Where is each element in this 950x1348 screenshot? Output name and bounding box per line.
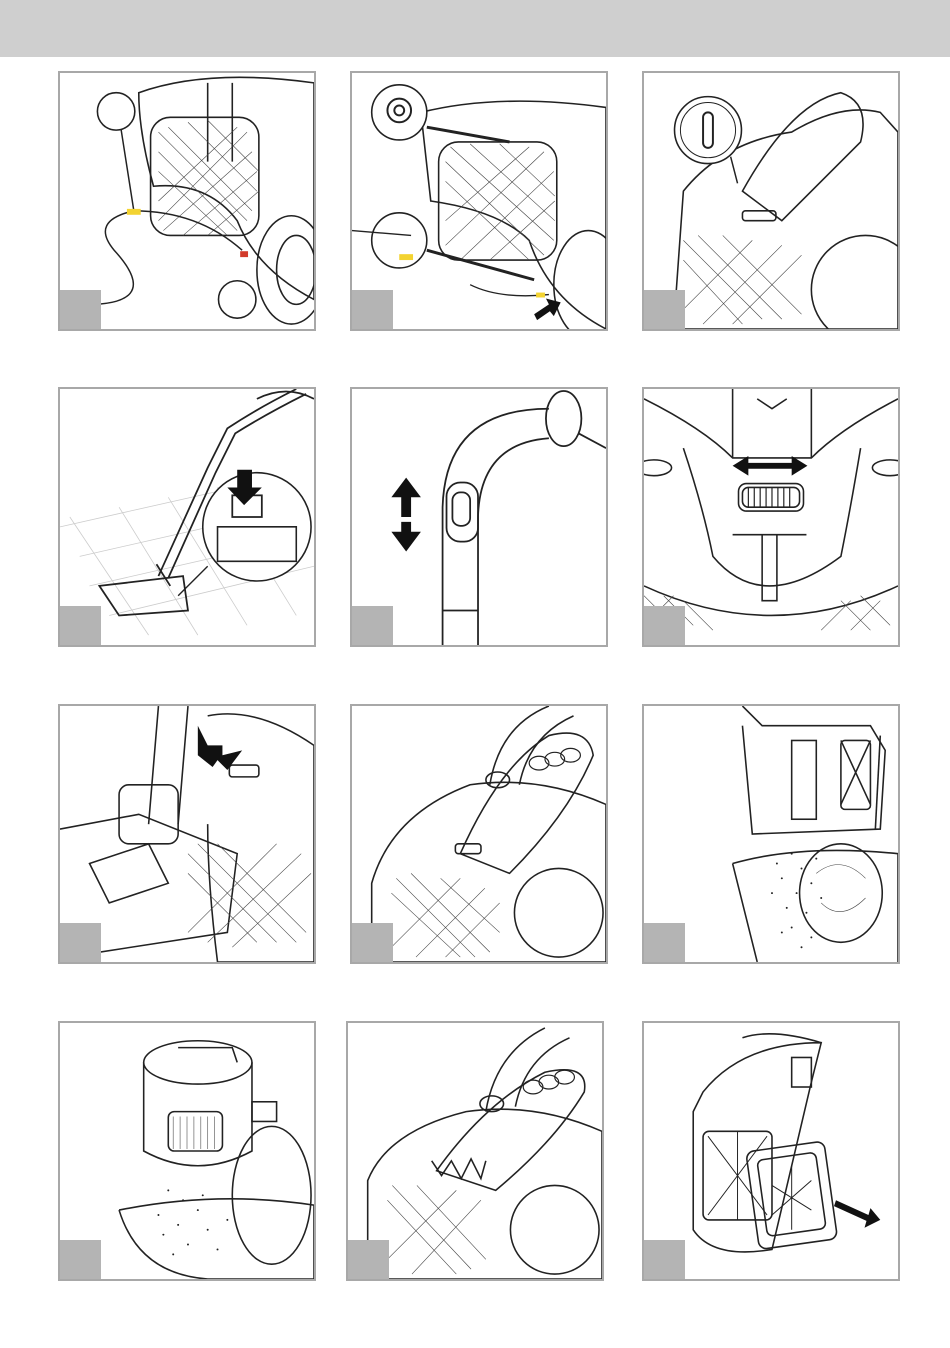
arrow-down-icon — [391, 522, 421, 552]
step-number-tab — [352, 606, 393, 645]
illustration-panel-8 — [350, 704, 608, 964]
step-number-tab — [352, 923, 393, 962]
arrow-up-icon — [391, 478, 421, 517]
callout-cord-button — [372, 85, 427, 140]
illustration-panel-12 — [642, 1021, 900, 1281]
step-number-tab — [60, 606, 101, 645]
step-number-tab — [60, 290, 101, 329]
callout-circle — [219, 281, 256, 318]
illustration-panel-6 — [642, 387, 900, 647]
step-number-tab — [352, 290, 393, 329]
callout-power-switch — [675, 97, 742, 164]
step-number-tab — [348, 1240, 389, 1279]
callout-circle — [97, 93, 134, 130]
illustration-panel-5 — [350, 387, 608, 647]
arrow-icon — [834, 1200, 880, 1228]
step-number-tab — [644, 290, 685, 329]
illustration-panel-10 — [58, 1021, 316, 1281]
illustration-panel-7 — [58, 704, 316, 964]
illustration-panel-1 — [58, 71, 316, 331]
step-number-tab — [644, 1240, 685, 1279]
illustration-panel-3 — [642, 71, 900, 331]
illustration-panel-9 — [642, 704, 900, 964]
header-bar — [0, 0, 950, 57]
illustration-panel-11 — [346, 1021, 604, 1281]
callout-plug — [372, 213, 427, 268]
arrow-left-right-icon — [733, 456, 808, 476]
red-mark — [240, 251, 248, 257]
illustration-panel-4 — [58, 387, 316, 647]
step-number-tab — [644, 606, 685, 645]
illustration-panel-2 — [350, 71, 608, 331]
yellow-mark — [127, 209, 141, 215]
arrow-icon — [534, 298, 561, 320]
arrow-icon — [198, 726, 242, 770]
step-number-tab — [644, 923, 685, 962]
step-number-tab — [60, 1240, 101, 1279]
step-number-tab — [60, 923, 101, 962]
